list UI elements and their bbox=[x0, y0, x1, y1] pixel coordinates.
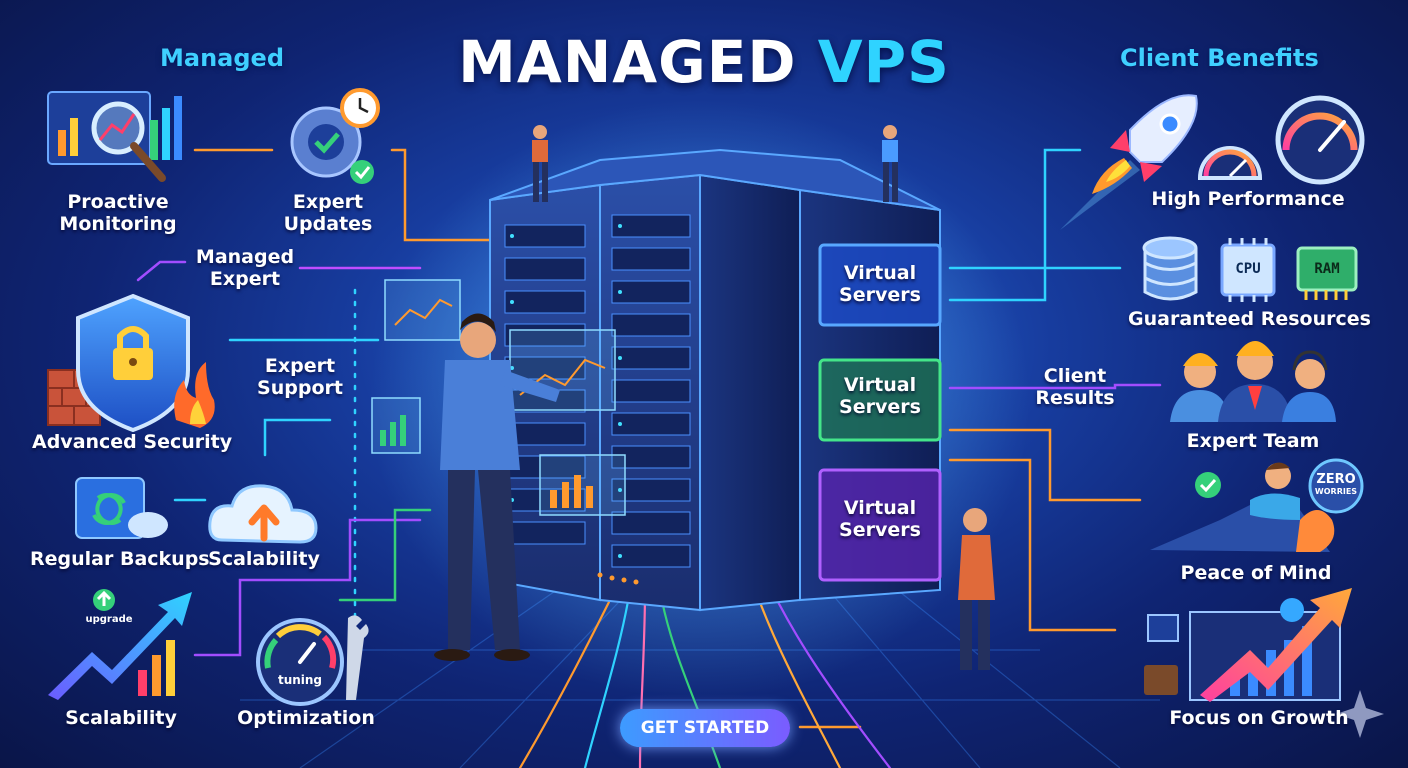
label-peace-of-mind: Peace of Mind bbox=[1180, 562, 1332, 584]
label-high-performance: High Performance bbox=[1151, 188, 1345, 210]
cpu-label: CPU bbox=[1235, 261, 1261, 277]
relaxed-person-icon bbox=[1150, 458, 1364, 552]
speedometer-icons bbox=[1197, 95, 1365, 185]
growth-arrow-icon bbox=[48, 589, 192, 700]
engineer-top-right bbox=[882, 125, 898, 202]
title-part-vps: VPS bbox=[817, 28, 950, 96]
cloud-upload-icon bbox=[208, 484, 318, 544]
gear-clock-icon bbox=[290, 88, 380, 184]
ram-chip-icon bbox=[1296, 246, 1358, 300]
team-icon bbox=[1170, 341, 1336, 422]
backup-icon bbox=[75, 477, 168, 539]
label-advanced-security: Advanced Security bbox=[32, 431, 233, 453]
label-guaranteed-resources: Guaranteed Resources bbox=[1128, 308, 1371, 330]
rocket-icon bbox=[1060, 94, 1198, 230]
sparkle-icon bbox=[1336, 690, 1384, 738]
label-scalability-cloud: Scalability bbox=[208, 548, 320, 570]
label-client-results: Client Results bbox=[1035, 365, 1115, 409]
virtual-server-3: Virtual Servers bbox=[839, 497, 921, 541]
label-expert-team: Expert Team bbox=[1186, 430, 1320, 452]
virtual-server-boxes bbox=[818, 243, 942, 582]
label-scalability-upgrade: Scalability bbox=[65, 707, 177, 729]
label-expert-updates: Expert Updates bbox=[283, 191, 373, 235]
database-icon bbox=[1142, 236, 1198, 301]
section-title-left: Managed bbox=[160, 44, 284, 72]
label-proactive-monitoring: Proactive Monitoring bbox=[59, 191, 177, 235]
virtual-server-1: Virtual Servers bbox=[839, 262, 921, 306]
connector-lines-left bbox=[136, 148, 492, 657]
engineer-small-right bbox=[958, 508, 995, 670]
growth-chart-icon bbox=[1144, 588, 1352, 702]
label-regular-backups: Regular Backups bbox=[30, 548, 210, 570]
engineer-figure bbox=[434, 313, 560, 661]
magnifier-chart-icon bbox=[47, 91, 182, 182]
engineer-top-left bbox=[532, 125, 548, 202]
cpu-chip-icon bbox=[1220, 238, 1276, 302]
shield-lock-icon bbox=[47, 293, 215, 433]
badge-zero-worries: ZERO WORRIES bbox=[1314, 472, 1358, 496]
ram-label: RAM bbox=[1314, 261, 1340, 277]
section-title-right: Client Benefits bbox=[1120, 44, 1319, 72]
label-managed-expert: Managed Expert bbox=[195, 246, 295, 290]
label-optimization: Optimization bbox=[237, 707, 375, 729]
virtual-server-2: Virtual Servers bbox=[839, 374, 921, 418]
label-focus-on-growth: Focus on Growth bbox=[1169, 707, 1349, 729]
page-title: MANAGED VPS bbox=[0, 28, 1408, 96]
gauge-wrench-icon bbox=[256, 615, 369, 706]
badge-upgrade: upgrade bbox=[85, 614, 133, 625]
get-started-button[interactable]: GET STARTED bbox=[620, 709, 790, 747]
label-expert-support: Expert Support bbox=[257, 355, 343, 399]
title-part-managed: MANAGED bbox=[458, 28, 797, 96]
badge-tuning: tuning bbox=[277, 673, 323, 687]
